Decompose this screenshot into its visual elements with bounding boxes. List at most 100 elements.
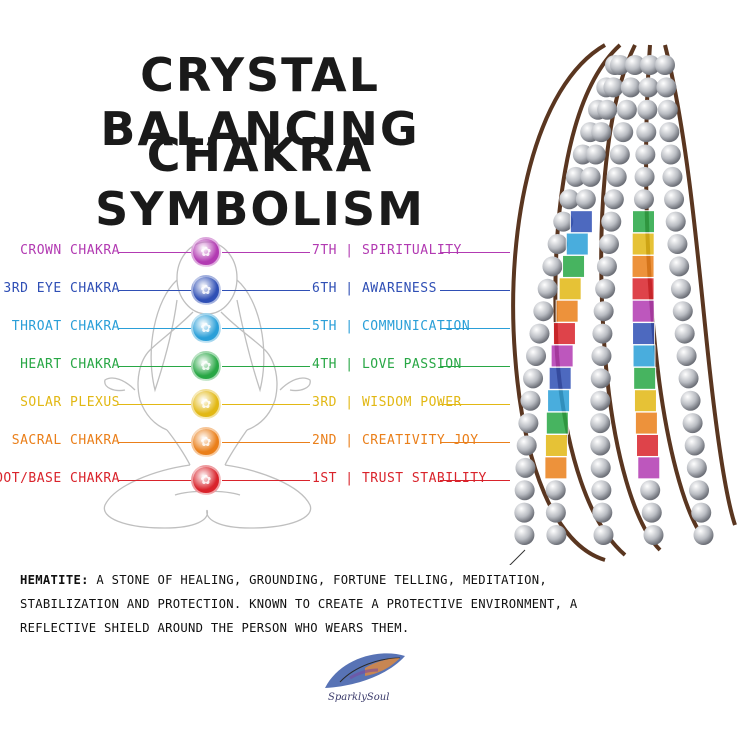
hematite-bead: [592, 502, 613, 523]
chakra-connector-bracelet: [440, 480, 510, 481]
hematite-bead: [603, 77, 624, 98]
crystal-bead: [632, 344, 656, 368]
hematite-bead: [672, 301, 693, 322]
hematite-bead: [592, 323, 613, 344]
hematite-bead: [590, 368, 611, 389]
chakra-connector-right: [222, 328, 310, 329]
chakra-connector-bracelet: [440, 252, 510, 253]
hematite-bead: [523, 368, 544, 389]
hematite-label: HEMATITE:: [20, 573, 89, 587]
chakra-meaning-label: 6TH | AWARENESS: [312, 281, 437, 296]
hematite-bead: [613, 122, 634, 143]
chakra-connector-right: [222, 404, 310, 405]
feather-logo-icon: [325, 653, 405, 688]
hematite-bead: [520, 390, 541, 411]
hematite-bead: [670, 278, 691, 299]
chakra-meaning-label: 3RD | WISDOM POWER: [312, 395, 462, 410]
hematite-bead: [662, 166, 683, 187]
hematite-bead: [542, 256, 563, 277]
chakra-connector-left: [118, 480, 191, 481]
crystal-bead: [558, 277, 582, 301]
hematite-bead: [591, 345, 612, 366]
hematite-bead: [637, 99, 658, 120]
chakra-symbol-icon: ✿: [191, 275, 221, 305]
page-title-line-1: CRYSTAL BALANCING: [100, 48, 420, 156]
hematite-bead: [634, 166, 655, 187]
chakra-connector-left: [118, 328, 191, 329]
hematite-bead: [680, 390, 701, 411]
hematite-bead: [610, 55, 630, 75]
hematite-bead: [659, 122, 680, 143]
chakra-name-label: CROWN CHAKRA: [20, 243, 120, 258]
hematite-bead: [596, 256, 617, 277]
chakra-symbol-icon: ✿: [191, 427, 221, 457]
crystal-bead: [547, 389, 571, 413]
crystal-bead: [631, 299, 655, 323]
chakra-meaning-label: 4TH | LOVE PASSION: [312, 357, 462, 372]
hematite-bead: [526, 345, 547, 366]
hematite-bead: [603, 189, 624, 210]
crystal-bead: [545, 411, 569, 435]
chakra-symbol-icon: ✿: [191, 313, 221, 343]
hematite-bead: [565, 166, 586, 187]
hematite-bead: [641, 502, 662, 523]
hematite-bead: [575, 189, 596, 210]
chakra-connector-right: [222, 252, 310, 253]
hematite-bead: [591, 122, 612, 143]
chakra-bracelet-image: [509, 43, 737, 565]
hematite-bead: [580, 166, 601, 187]
chakra-connector-right: [222, 480, 310, 481]
chakra-symbol-icon: ✿: [191, 389, 221, 419]
chakra-name-label: HEART CHAKRA: [20, 357, 120, 372]
chakra-name-label: SOLAR PLEXUS: [20, 395, 120, 410]
hematite-bead: [515, 457, 536, 478]
chakra-name-label: THROAT CHAKRA: [11, 319, 120, 334]
chakra-symbol-icon: ✿: [191, 351, 221, 381]
hematite-bead: [678, 368, 699, 389]
hematite-bead: [516, 435, 537, 456]
hematite-bead: [553, 211, 574, 232]
hematite-bead: [590, 457, 611, 478]
hematite-bead: [585, 144, 606, 165]
crystal-bead: [633, 366, 657, 390]
chakra-connector-bracelet: [440, 328, 510, 329]
chakra-name-label: 3RD EYE CHAKRA: [3, 281, 120, 296]
hematite-bead: [593, 301, 614, 322]
crystal-bead: [632, 210, 655, 234]
hematite-bead: [616, 99, 637, 120]
hematite-bead: [590, 435, 611, 456]
hematite-description: HEMATITE: A STONE OF HEALING, GROUNDING,…: [20, 568, 610, 640]
chakra-connector-left: [118, 252, 191, 253]
chakra-meaning-label: 5TH | COMMUNICATION: [312, 319, 471, 334]
hematite-bead: [643, 525, 664, 545]
hematite-text: A STONE OF HEALING, GROUNDING, FORTUNE T…: [20, 573, 578, 635]
hematite-bead: [656, 77, 677, 98]
hematite-bead: [689, 480, 710, 501]
crystal-bead: [548, 366, 572, 390]
hematite-bead: [686, 457, 707, 478]
hematite-bead: [590, 413, 611, 434]
crystal-bead: [562, 254, 586, 278]
crystal-bead: [631, 232, 655, 256]
hematite-bead: [529, 323, 550, 344]
hematite-bead: [545, 502, 566, 523]
hematite-bead: [598, 234, 619, 255]
chakra-symbol-icon: ✿: [191, 465, 221, 495]
hematite-bead: [674, 323, 695, 344]
chakra-connector-right: [222, 442, 310, 443]
chakra-connector-right: [222, 366, 310, 367]
chakra-name-label: ROOT/BASE CHAKRA: [0, 471, 120, 486]
hematite-bead: [676, 345, 697, 366]
chakra-meaning-label: 2ND | CREATIVITY JOY: [312, 433, 479, 448]
chakra-meaning-label: 1ST | TRUST STABILITY: [312, 471, 487, 486]
hematite-bead: [693, 525, 714, 545]
hematite-bead: [514, 480, 535, 501]
crystal-bead: [569, 210, 593, 234]
chakra-connector-left: [118, 366, 191, 367]
chakra-connector-bracelet: [440, 290, 510, 291]
hematite-bead: [625, 55, 645, 75]
hematite-bead: [636, 122, 657, 143]
hematite-bead: [537, 278, 558, 299]
hematite-bead: [682, 413, 703, 434]
crystal-bead: [631, 277, 655, 301]
